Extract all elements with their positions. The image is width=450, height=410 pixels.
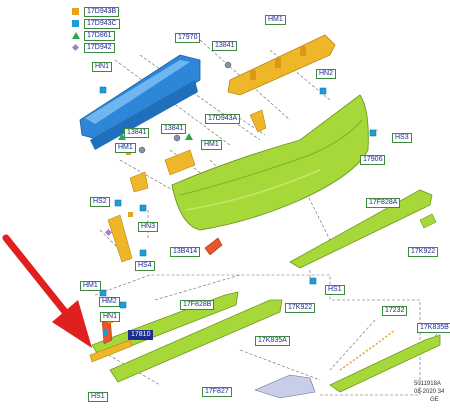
callout-hs1: HS1 bbox=[325, 285, 345, 295]
screws bbox=[138, 61, 232, 154]
square-icon bbox=[72, 20, 79, 27]
callout-hn1: HN1 bbox=[92, 62, 113, 72]
reinforcement-beam bbox=[79, 54, 201, 150]
callout-hm1: HM1 bbox=[265, 15, 286, 25]
callout-hs2: HS2 bbox=[90, 197, 110, 207]
bumper-cover bbox=[171, 94, 369, 231]
red-pointer-arrow bbox=[2, 234, 92, 348]
callout-13b414: 13B414 bbox=[170, 247, 201, 257]
callout-13841: 13841 bbox=[161, 124, 187, 134]
legend-label: 17D943C bbox=[84, 19, 120, 29]
callout-hm1: HM1 bbox=[80, 281, 101, 291]
side-brackets bbox=[107, 109, 267, 263]
callout-hs1: HS1 bbox=[88, 392, 108, 402]
callout-hm1: HM1 bbox=[115, 143, 136, 153]
callout-17f827: 17F827 bbox=[202, 387, 232, 397]
callout-17f828b: 17F828B bbox=[180, 300, 215, 310]
legend-label: 17D861 bbox=[84, 31, 115, 41]
callout-17f828a: 17F828A bbox=[366, 198, 401, 208]
callout-17d943a: 17D943A bbox=[205, 114, 241, 124]
bottom-right-strip bbox=[329, 329, 441, 393]
callout-hn3: HN3 bbox=[138, 222, 159, 232]
callout-17970: 17970 bbox=[175, 33, 201, 43]
callout-17k835b: 17K835B bbox=[417, 323, 450, 333]
callout-hm2: HM2 bbox=[99, 297, 120, 307]
square-icon bbox=[72, 8, 79, 15]
upper-bracket bbox=[227, 34, 336, 96]
callout-13841: 13841 bbox=[212, 41, 238, 51]
callout-17k835a: 17K835A bbox=[255, 336, 290, 346]
callout-hm1: HM1 bbox=[201, 140, 222, 150]
callout-hn2: HN2 bbox=[316, 69, 337, 79]
callout-hn1: HN1 bbox=[100, 312, 121, 322]
drawing-number: 5011918A bbox=[414, 381, 441, 387]
lower-diffuser bbox=[254, 374, 316, 399]
callout-13841: 13841 bbox=[124, 128, 150, 138]
drawing-date: 08-2020 34 bbox=[414, 389, 445, 395]
legend-label: 17D942 bbox=[84, 43, 115, 53]
callout-17906: 17906 bbox=[360, 155, 386, 165]
callout-17232: 17232 bbox=[382, 306, 408, 316]
region-code: GE bbox=[430, 397, 439, 403]
callout-17k922: 17K922 bbox=[285, 303, 316, 313]
legend-label: 17D943B bbox=[84, 7, 120, 17]
callout-17k922: 17K922 bbox=[408, 247, 439, 257]
callout-hs4: HS4 bbox=[135, 261, 155, 271]
callout-17810-selected: 17810 bbox=[128, 330, 154, 340]
callout-hs3: HS3 bbox=[392, 133, 412, 143]
orange-reflector bbox=[204, 237, 223, 256]
triangle-icon bbox=[72, 32, 80, 39]
